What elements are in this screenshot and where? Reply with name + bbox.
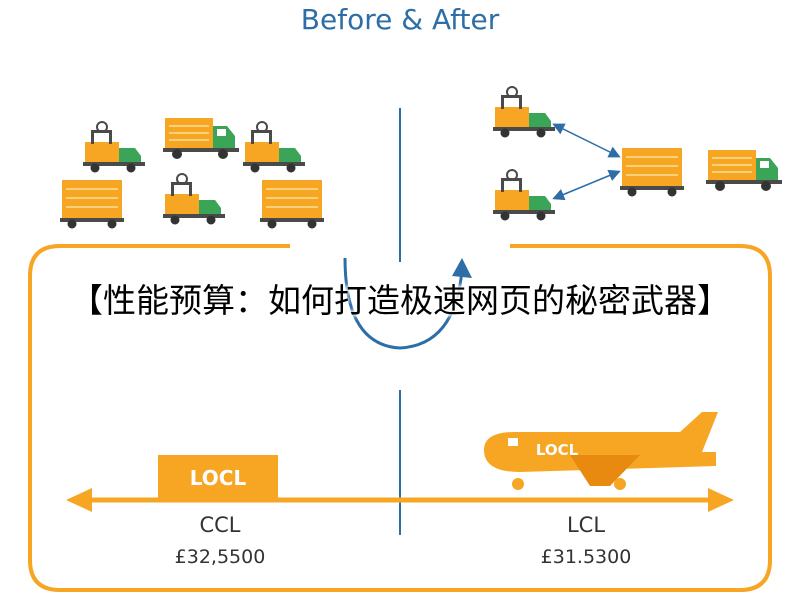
- lcl-label: LCL: [566, 513, 606, 537]
- plane-icon: [484, 412, 718, 490]
- diagram-title: Before & After: [300, 3, 500, 36]
- before-vehicles: [59, 117, 325, 230]
- cycle-arrow: [343, 257, 464, 350]
- plane-label: LOCL: [536, 441, 579, 459]
- locl-container: [158, 455, 278, 499]
- bottom-frame: [28, 244, 772, 592]
- lcl-price: £31.5300: [540, 546, 632, 568]
- ccl-price: £32,5500: [174, 546, 266, 568]
- ccl-label: CCL: [199, 513, 241, 537]
- axis-arrow-left: [66, 488, 92, 512]
- cycle-arrow-head: [452, 258, 472, 278]
- after-vehicles: [492, 86, 783, 222]
- overlay-banner: 【性能预算：如何打造极速网页的秘密武器】: [70, 281, 730, 320]
- axis-arrow-right: [708, 488, 734, 512]
- container-label: LOCL: [190, 466, 247, 490]
